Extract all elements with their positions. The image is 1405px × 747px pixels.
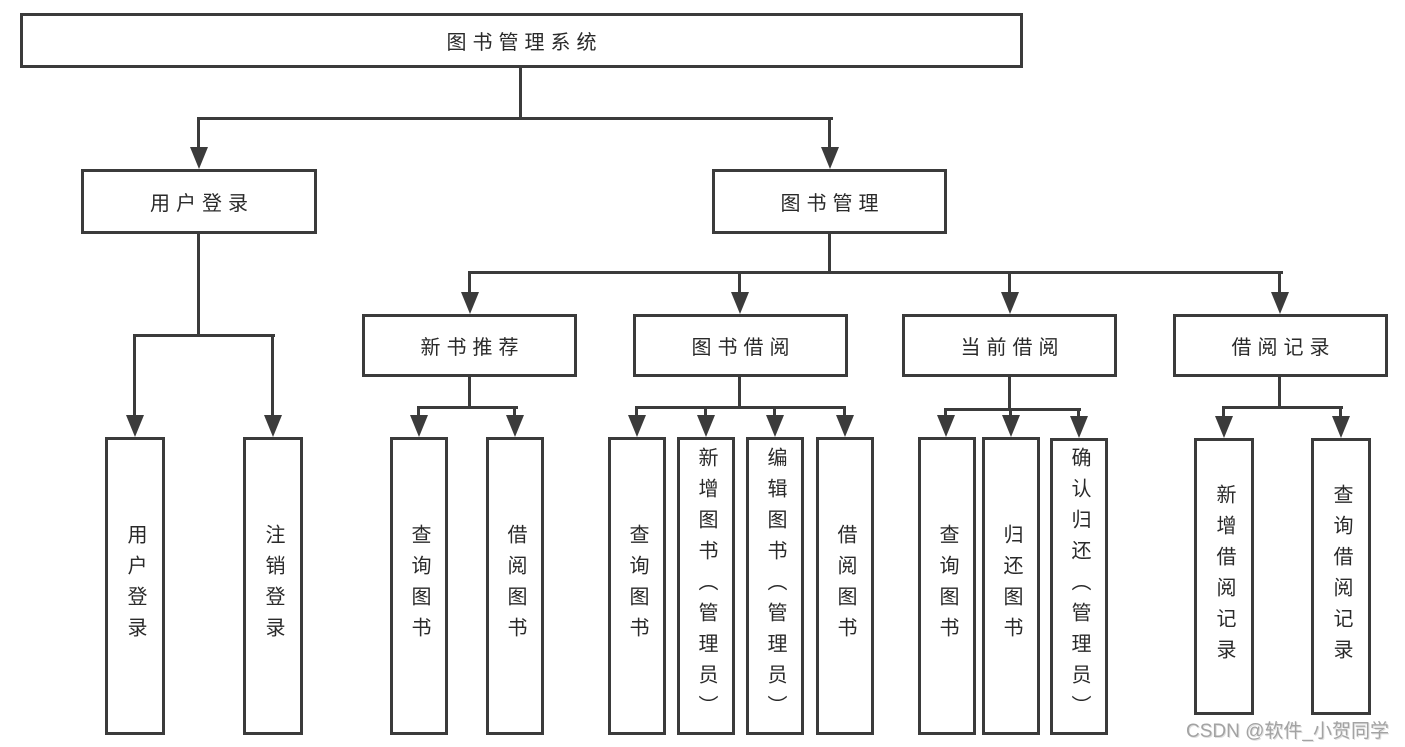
leaf-query-books-recommend: 查询图书 (390, 437, 448, 735)
arrow-down-icon (1070, 416, 1088, 438)
connector-line (417, 406, 420, 418)
connector-line (843, 406, 846, 418)
leaf-return-books: 归还图书 (982, 437, 1040, 735)
leaf-add-borrow-record-label: 新增借阅记录 (1213, 483, 1235, 670)
connector-line (635, 406, 638, 418)
arrow-down-icon (190, 147, 208, 169)
arrow-down-icon (264, 415, 282, 437)
node-book-borrowing: 图书借阅 (633, 314, 848, 377)
node-borrow-records: 借阅记录 (1173, 314, 1388, 377)
connector-line (519, 66, 522, 119)
arrow-down-icon (410, 415, 428, 437)
connector-line (468, 271, 1283, 274)
node-book-management-label: 图书管理 (780, 193, 885, 215)
arrow-down-icon (836, 415, 854, 437)
connector-line (1339, 406, 1342, 418)
leaf-add-books-admin-label: 新增图书（管理员） (695, 446, 717, 726)
leaf-borrow-books-borrowing: 借阅图书 (816, 437, 874, 735)
connector-line (704, 406, 707, 418)
leaf-edit-books-admin: 编辑图书（管理员） (746, 437, 804, 735)
arrow-down-icon (126, 415, 144, 437)
connector-line (1222, 406, 1225, 418)
arrow-down-icon (1271, 292, 1289, 314)
leaf-user-login: 用户登录 (105, 437, 165, 735)
connector-line (1278, 271, 1281, 295)
connector-line (828, 117, 831, 150)
leaf-query-books-borrowing-label: 查询图书 (626, 524, 648, 648)
connector-line (197, 117, 200, 150)
arrow-down-icon (628, 415, 646, 437)
connector-line (133, 334, 275, 337)
node-current-borrowing-label: 当前借阅 (960, 337, 1065, 359)
leaf-user-login-label: 用户登录 (124, 524, 146, 648)
leaf-confirm-return-admin-label: 确认归还（管理员） (1068, 447, 1090, 726)
arrow-down-icon (506, 415, 524, 437)
arrow-down-icon (821, 147, 839, 169)
leaf-logout: 注销登录 (243, 437, 303, 735)
arrow-down-icon (1002, 415, 1020, 437)
node-user-login-label: 用户登录 (150, 193, 254, 215)
arrow-down-icon (766, 415, 784, 437)
leaf-return-books-label: 归还图书 (1000, 524, 1022, 648)
arrow-down-icon (1215, 416, 1233, 438)
leaf-query-books-current-label: 查询图书 (936, 524, 958, 648)
leaf-query-books-borrowing: 查询图书 (608, 437, 666, 735)
leaf-add-books-admin: 新增图书（管理员） (677, 437, 735, 735)
arrow-down-icon (1001, 292, 1019, 314)
connector-line (468, 375, 471, 409)
node-user-login: 用户登录 (81, 169, 317, 234)
arrow-down-icon (937, 415, 955, 437)
connector-line (773, 406, 776, 418)
node-new-book-recommend: 新书推荐 (362, 314, 577, 377)
leaf-borrow-books-recommend-label: 借阅图书 (504, 524, 526, 648)
leaf-borrow-books-borrowing-label: 借阅图书 (834, 524, 856, 648)
connector-line (1278, 375, 1281, 409)
connector-line (1008, 375, 1011, 409)
connector-line (1077, 408, 1080, 418)
connector-line (133, 334, 136, 417)
arrow-down-icon (731, 292, 749, 314)
node-library-system: 图书管理系统 (20, 13, 1023, 68)
leaf-query-books-current: 查询图书 (918, 437, 976, 735)
arrow-down-icon (1332, 416, 1350, 438)
node-borrow-records-label: 借阅记录 (1231, 337, 1336, 359)
connector-line (635, 406, 846, 409)
connector-line (828, 232, 831, 274)
arrow-down-icon (697, 415, 715, 437)
arrow-down-icon (461, 292, 479, 314)
connector-line (197, 232, 200, 336)
node-new-book-recommend-label: 新书推荐 (420, 337, 525, 359)
connector-line (1222, 406, 1343, 409)
watermark: CSDN @软件_小贺同学 (1186, 721, 1389, 742)
leaf-logout-label: 注销登录 (262, 524, 284, 648)
connector-line (944, 408, 947, 418)
connector-line (271, 334, 274, 417)
leaf-query-books-recommend-label: 查询图书 (408, 524, 430, 648)
leaf-edit-books-admin-label: 编辑图书（管理员） (764, 446, 786, 726)
connector-line (468, 271, 471, 295)
node-book-borrowing-label: 图书借阅 (691, 337, 796, 359)
connector-line (1009, 408, 1012, 418)
node-current-borrowing: 当前借阅 (902, 314, 1117, 377)
node-book-management: 图书管理 (712, 169, 947, 234)
node-library-system-label: 图书管理系统 (446, 32, 603, 54)
leaf-confirm-return-admin: 确认归还（管理员） (1050, 438, 1108, 735)
connector-line (738, 271, 741, 295)
connector-line (197, 117, 833, 120)
leaf-query-borrow-record: 查询借阅记录 (1311, 438, 1371, 715)
leaf-query-borrow-record-label: 查询借阅记录 (1330, 483, 1352, 670)
connector-line (417, 406, 518, 409)
connector-line (738, 375, 741, 409)
connector-line (513, 406, 516, 418)
leaf-borrow-books-recommend: 借阅图书 (486, 437, 544, 735)
leaf-add-borrow-record: 新增借阅记录 (1194, 438, 1254, 715)
connector-line (1008, 271, 1011, 295)
connector-line (944, 408, 1081, 411)
